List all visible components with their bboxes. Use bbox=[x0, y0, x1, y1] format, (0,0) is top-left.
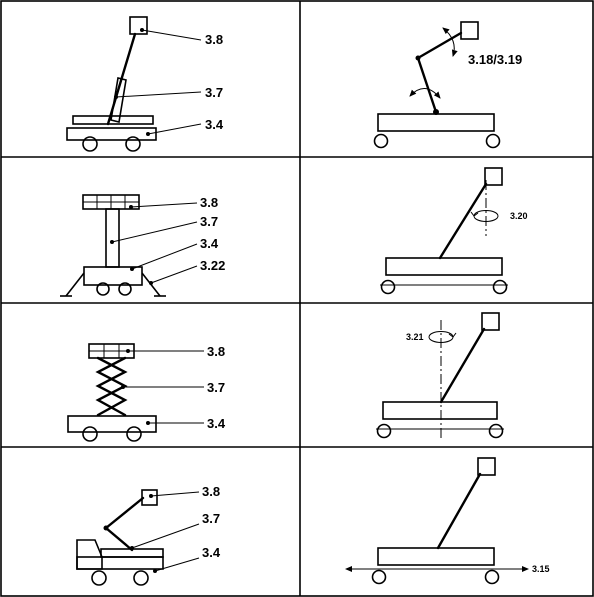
label-rotation: 3.18/3.19 bbox=[468, 52, 522, 67]
wheel bbox=[126, 426, 142, 442]
wheel bbox=[376, 423, 392, 439]
wheel bbox=[371, 569, 387, 585]
work-platform bbox=[460, 21, 479, 40]
chassis bbox=[76, 556, 164, 570]
label-chassis: 3.4 bbox=[207, 416, 226, 431]
wheel bbox=[82, 426, 98, 442]
panel-2-articulated-rotation: 3.18/3.19 bbox=[373, 21, 522, 149]
label-platform: 3.8 bbox=[200, 195, 218, 210]
panel-8-travel: 3.15 bbox=[345, 457, 550, 585]
scissor-left bbox=[95, 356, 128, 417]
chassis bbox=[83, 266, 143, 286]
label-rotation: 3.20 bbox=[510, 211, 528, 221]
label-platform: 3.8 bbox=[207, 344, 225, 359]
wheel bbox=[91, 570, 107, 586]
label-extending-structure: 3.7 bbox=[205, 85, 223, 100]
panel-4-slew-rotation: 3.20 bbox=[380, 167, 528, 295]
panel-5-scissor-lift: 3.8 3.7 3.4 bbox=[67, 343, 226, 442]
chassis bbox=[377, 113, 495, 132]
rotation-arrow bbox=[442, 27, 458, 57]
label-travel: 3.15 bbox=[532, 564, 550, 574]
wheel bbox=[373, 133, 389, 149]
label-chassis: 3.4 bbox=[200, 236, 219, 251]
panel-6-axis-rotation: 3.21 bbox=[376, 312, 504, 440]
boom bbox=[436, 472, 482, 550]
label-extending-structure: 3.7 bbox=[200, 214, 218, 229]
chassis bbox=[67, 415, 157, 433]
chassis bbox=[382, 401, 498, 420]
wheel bbox=[118, 282, 132, 296]
label-platform: 3.8 bbox=[205, 32, 223, 47]
wheel bbox=[82, 136, 98, 152]
truck-cab bbox=[76, 539, 103, 570]
label-rotation: 3.21 bbox=[406, 332, 424, 342]
work-platform bbox=[481, 312, 500, 331]
label-outrigger: 3.22 bbox=[200, 258, 225, 273]
scissor-right bbox=[95, 356, 128, 417]
chassis bbox=[385, 257, 503, 276]
wheel bbox=[380, 279, 396, 295]
wheel bbox=[492, 279, 508, 295]
boom bbox=[439, 327, 486, 404]
telescope-section bbox=[110, 77, 127, 123]
work-platform bbox=[129, 16, 148, 35]
label-platform: 3.8 bbox=[202, 484, 220, 499]
work-platform bbox=[141, 489, 158, 506]
wheel bbox=[133, 570, 149, 586]
wheel bbox=[488, 423, 504, 439]
work-platform bbox=[477, 457, 496, 476]
panel-1-telescopic-boom: 3.8 3.7 3.4 bbox=[66, 16, 224, 152]
articulated-boom bbox=[104, 496, 145, 552]
label-extending-structure: 3.7 bbox=[202, 511, 220, 526]
mast bbox=[105, 208, 120, 268]
panel-7-truck-mounted: 3.8 3.7 3.4 bbox=[76, 484, 221, 586]
panel-3-vertical-mast: 3.8 3.7 3.4 3.22 bbox=[60, 194, 225, 297]
work-platform bbox=[484, 167, 503, 186]
chassis bbox=[66, 127, 157, 141]
chassis bbox=[377, 547, 495, 566]
label-chassis: 3.4 bbox=[205, 117, 224, 132]
articulated-boom bbox=[416, 31, 463, 114]
label-extending-structure: 3.7 bbox=[207, 380, 225, 395]
rotation-arrow bbox=[409, 88, 441, 99]
wheel bbox=[485, 133, 501, 149]
wheel bbox=[96, 282, 110, 296]
wheel bbox=[125, 136, 141, 152]
boom bbox=[438, 182, 488, 260]
outrigger bbox=[65, 272, 85, 297]
label-chassis: 3.4 bbox=[202, 545, 221, 560]
wheel bbox=[484, 569, 500, 585]
